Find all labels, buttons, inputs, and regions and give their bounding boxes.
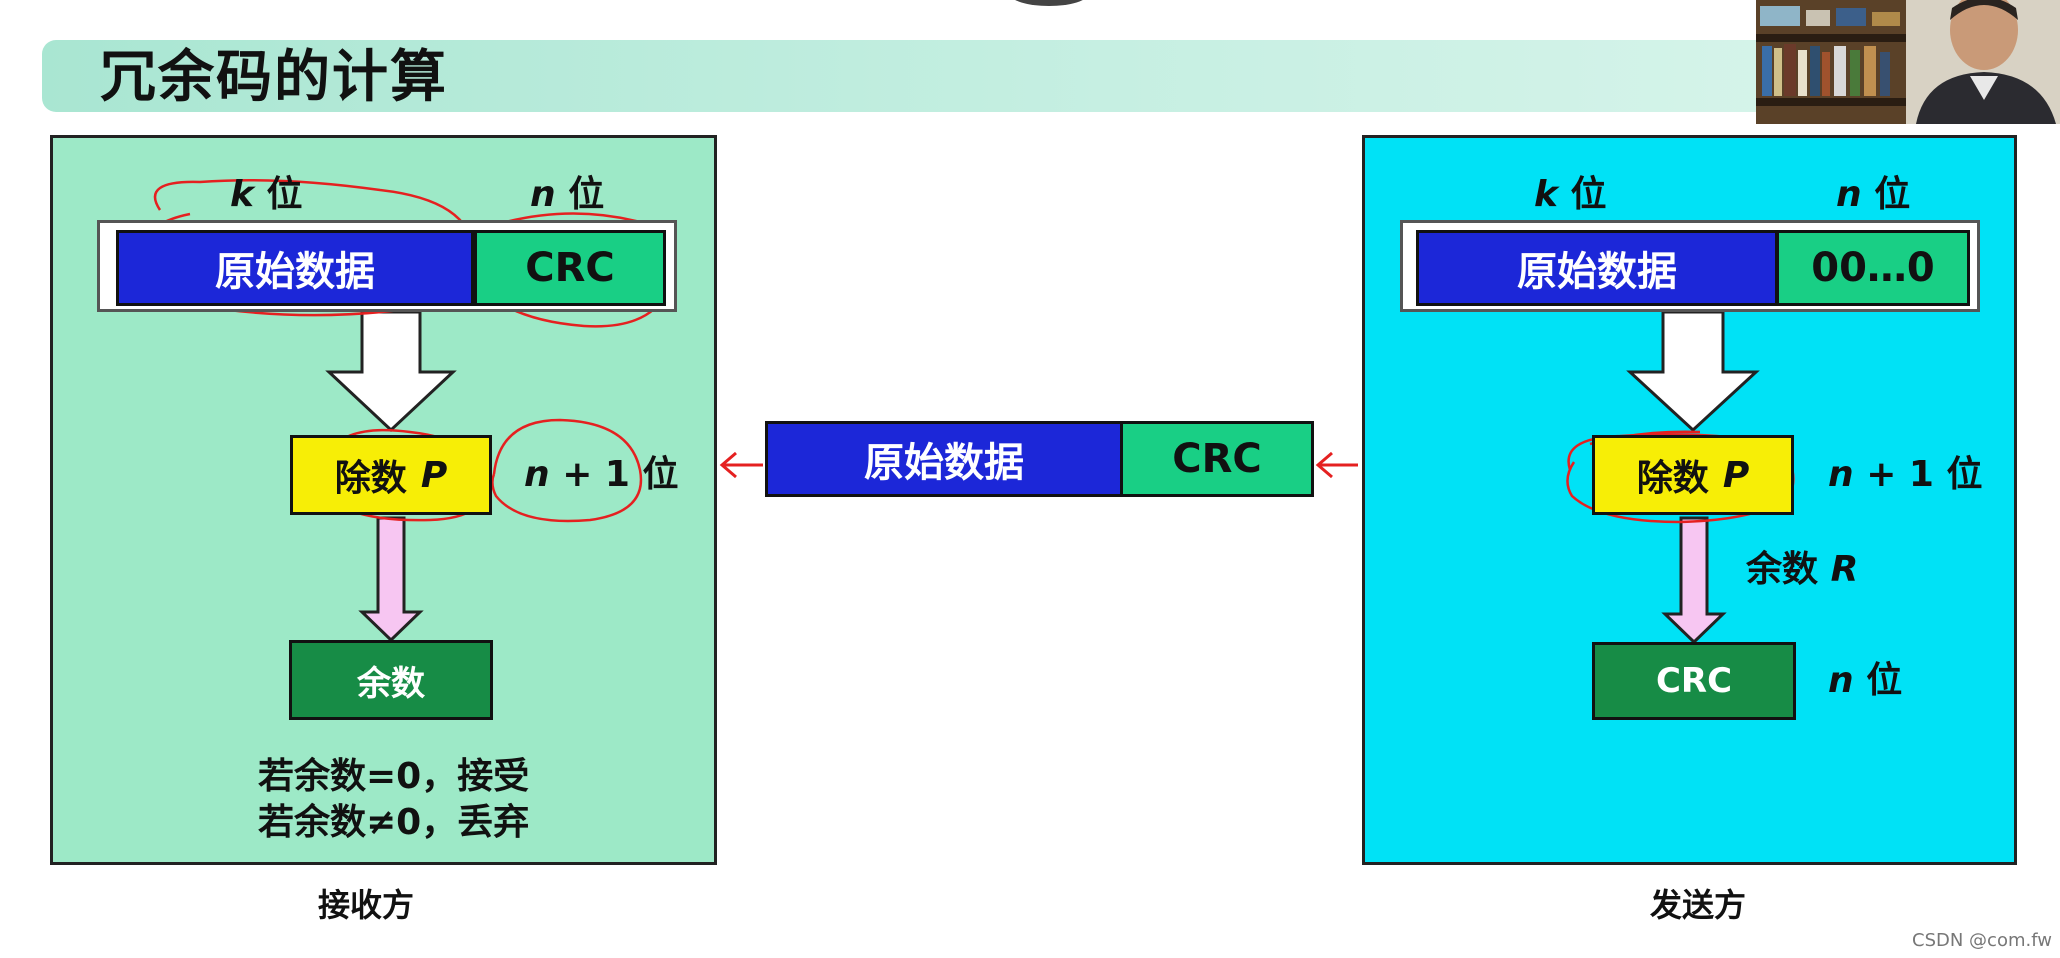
receiver-crc-block: CRC bbox=[474, 230, 666, 306]
sender-data-block: 原始数据 bbox=[1416, 230, 1778, 306]
presenter-video-picture bbox=[1756, 0, 2060, 124]
transmission-arrow-left bbox=[719, 451, 763, 479]
csdn-watermark: CSDN @com.fw bbox=[1912, 930, 2052, 951]
transmitted-crc-block: CRC bbox=[1120, 421, 1314, 497]
sender-k-bits-label: k 位 bbox=[1534, 174, 1607, 215]
receiver-rule-accept: 若余数=0，接受 bbox=[258, 756, 530, 797]
sender-crc-box: CRC bbox=[1592, 642, 1796, 720]
slide-title: 冗余码的计算 bbox=[100, 45, 448, 110]
sender-crc-bits: n 位 bbox=[1828, 660, 1903, 701]
receiver-pink-arrow bbox=[358, 516, 424, 643]
sender-pink-arrow bbox=[1661, 516, 1727, 645]
receiver-data-block: 原始数据 bbox=[116, 230, 474, 306]
receiver-rule-discard: 若余数≠0，丢弃 bbox=[258, 802, 530, 843]
receiver-caption: 接收方 bbox=[318, 886, 415, 924]
receiver-k-bits-label: k 位 bbox=[230, 174, 303, 215]
title-bar bbox=[42, 40, 1822, 112]
sender-down-arrow bbox=[1626, 310, 1760, 433]
sender-zeros-block: 00…0 bbox=[1776, 230, 1970, 306]
transmitted-data-block: 原始数据 bbox=[765, 421, 1123, 497]
top-edge-shape bbox=[1010, 0, 1088, 6]
sender-remainder-label: 余数 R bbox=[1746, 549, 1859, 590]
presenter-video bbox=[1756, 0, 2060, 124]
sender-divisor-bits: n + 1 位 bbox=[1828, 454, 1983, 495]
receiver-remainder-box: 余数 bbox=[289, 640, 493, 720]
receiver-divisor-bits: n + 1 位 bbox=[524, 454, 679, 495]
sender-caption: 发送方 bbox=[1650, 886, 1747, 924]
receiver-down-arrow bbox=[325, 310, 457, 433]
receiver-n-bits-label: n 位 bbox=[530, 174, 605, 215]
transmission-arrow-right bbox=[1315, 451, 1358, 479]
sender-n-bits-label: n 位 bbox=[1836, 174, 1911, 215]
